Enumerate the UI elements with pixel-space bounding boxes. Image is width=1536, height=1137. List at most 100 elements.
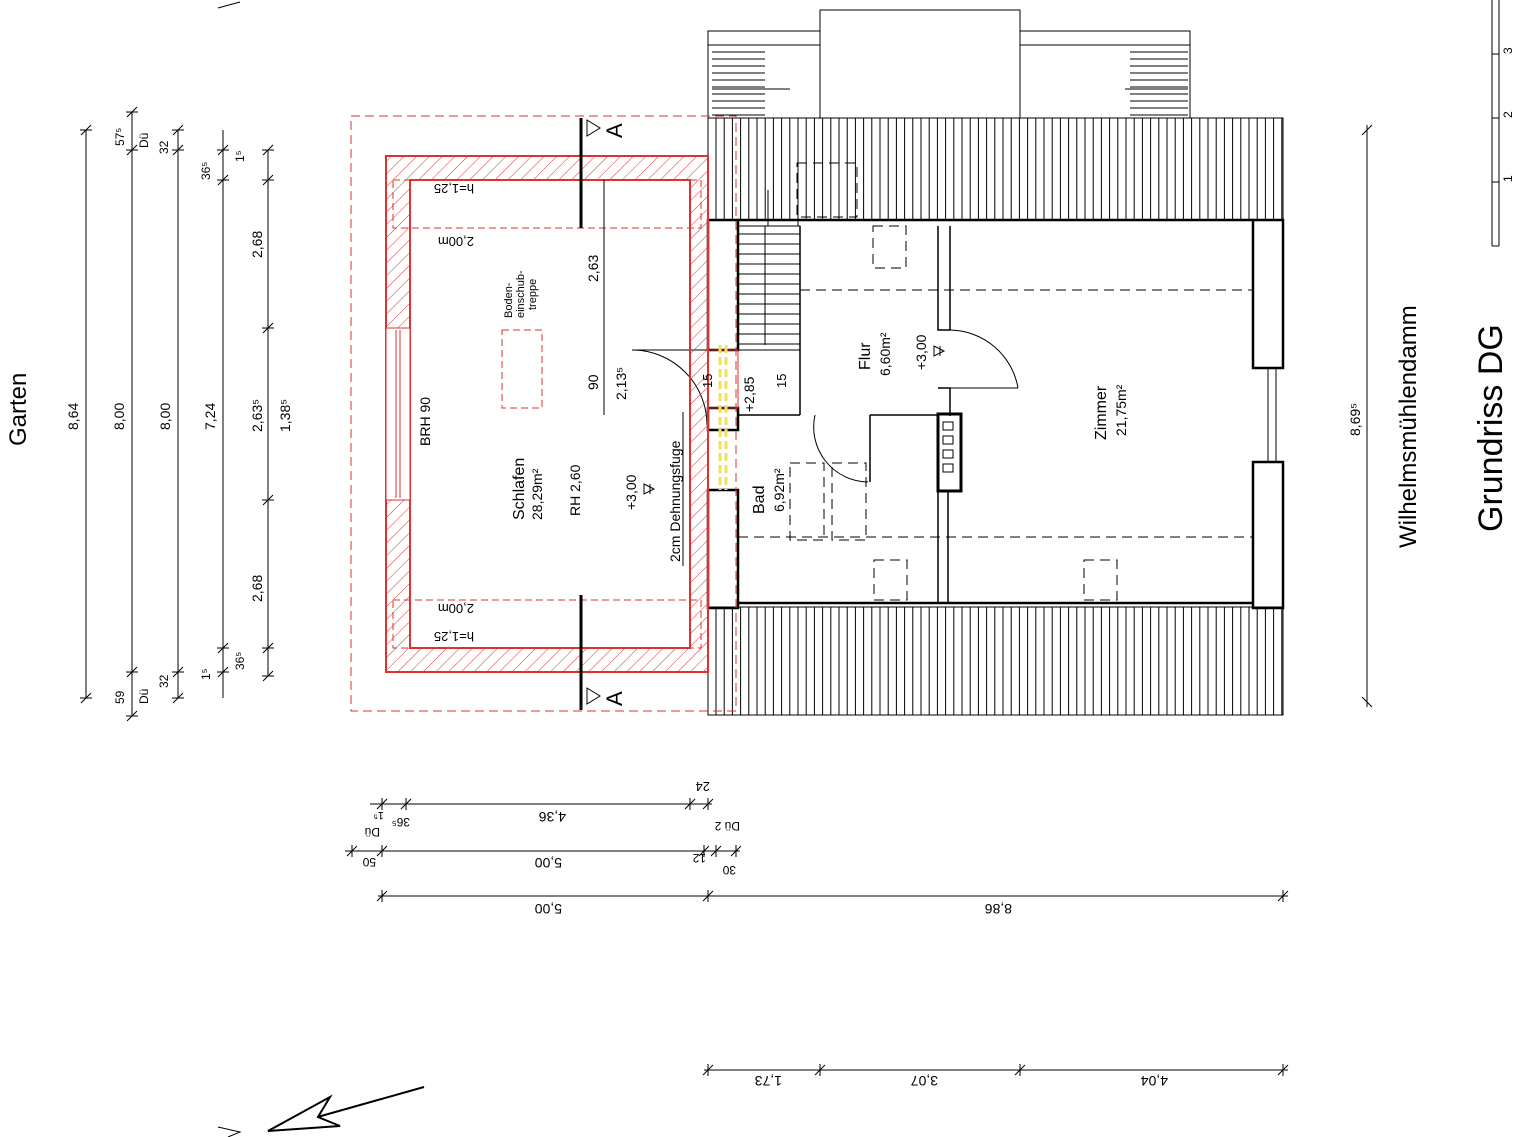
section-a-bottom: A xyxy=(602,691,627,706)
roof-bottom xyxy=(707,606,1284,716)
dim-tick xyxy=(172,144,184,156)
scale-1: 1 xyxy=(1501,175,1515,182)
dim-365-b: 36⁵ xyxy=(392,815,410,829)
dim-32-bottom: 32 xyxy=(157,674,171,688)
scale-bar xyxy=(1491,0,1500,247)
dim-864: 8,64 xyxy=(65,403,81,430)
north-arrow-icon xyxy=(217,1,425,1137)
dim-575: 57⁵ xyxy=(113,128,127,146)
staircase xyxy=(737,190,801,351)
dim-tick xyxy=(172,124,184,136)
dim-tick xyxy=(346,845,358,857)
dim-2635: 2,63⁵ xyxy=(249,399,265,432)
dim-724: 7,24 xyxy=(202,403,218,430)
dim-15-top: 1⁵ xyxy=(233,150,247,162)
room-level-flur: +3,00 xyxy=(913,334,929,370)
dim-8695: 8,69⁵ xyxy=(1347,403,1363,436)
section-line-a xyxy=(579,118,601,710)
dehnungsfuge-label: 2cm Dehnungsfuge xyxy=(667,440,683,562)
dim-tick xyxy=(172,692,184,704)
dim-365-bottom: 36⁵ xyxy=(233,652,247,670)
dim-tick xyxy=(814,1064,826,1076)
room-area-flur: 6,60m² xyxy=(877,332,893,376)
dim-tick xyxy=(376,798,388,810)
scale-2: 2 xyxy=(1501,111,1515,118)
h200-bottom: 2,00m xyxy=(438,601,474,616)
street-label: Wilhelmsmühlendamm xyxy=(1395,305,1422,548)
dim-800b: 8,00 xyxy=(157,403,173,430)
dim-tick xyxy=(262,642,274,654)
roof-top xyxy=(707,117,1284,221)
dim-800a: 8,00 xyxy=(111,403,127,430)
dim-tick xyxy=(376,845,388,857)
outer-walls xyxy=(706,218,1285,610)
dim-tick xyxy=(702,1064,714,1076)
dim-tick xyxy=(262,322,274,334)
room-name-zimmer: Zimmer xyxy=(1093,385,1110,440)
h200-top: 2,00m xyxy=(438,234,474,249)
dim-30: 30 xyxy=(722,863,736,877)
plan-title: Grundriss DG xyxy=(1472,324,1510,532)
dim-tick xyxy=(698,845,710,857)
dim-12: 12 xyxy=(692,851,706,865)
dim-tick xyxy=(710,845,722,857)
dim-307: 3,07 xyxy=(911,1073,938,1089)
dim-tick xyxy=(1277,1064,1289,1076)
dim-tick xyxy=(126,144,138,156)
dim-886: 8,86 xyxy=(985,901,1012,917)
bodentreppe-label-3: treppe xyxy=(527,279,539,310)
garden-label: Garten xyxy=(5,373,32,446)
scale-3: 3 xyxy=(1501,47,1515,54)
dim-tick xyxy=(217,666,229,678)
room-name-schlafen: Schlafen xyxy=(511,458,528,520)
level-285: +2,85 xyxy=(741,376,757,412)
room-name-flur: Flur xyxy=(857,342,874,370)
bodentreppe-label-2: einschub- xyxy=(515,270,527,318)
dim-32-top: 32 xyxy=(157,140,171,154)
dim-tick xyxy=(172,666,184,678)
dimensions-right xyxy=(1361,124,1373,708)
dim-du-bottom: Dü xyxy=(137,689,151,704)
dim-500a: 5,00 xyxy=(535,855,562,871)
dim-tick xyxy=(702,798,714,810)
dim-268-bottom: 2,68 xyxy=(249,575,265,602)
room-name-bad: Bad xyxy=(751,486,768,514)
dim-tick xyxy=(1014,1064,1026,1076)
dim-50: 50 xyxy=(362,855,376,869)
dim-1385: 1,38⁵ xyxy=(277,399,293,432)
dim-15-b: 1⁵ xyxy=(373,809,384,821)
h125-top: h=1,25 xyxy=(434,181,474,196)
dim-268-top: 2,68 xyxy=(249,231,265,258)
dim-tick xyxy=(217,642,229,654)
dim-263: 2,63 xyxy=(585,255,601,282)
level-marker-icon xyxy=(643,483,656,495)
dim-365-top: 36⁵ xyxy=(199,162,213,180)
room-level-schlafen: +3,00 xyxy=(623,474,639,510)
bodentreppe-label-1: Boden- xyxy=(503,282,515,318)
dim-tick xyxy=(1277,890,1289,902)
dim-173: 1,73 xyxy=(755,1073,782,1089)
dim-15-a: 15 xyxy=(700,374,715,388)
dim-2135: 2,13⁵ xyxy=(613,367,629,400)
dim-tick xyxy=(262,174,274,186)
brh-label: BRH 90 xyxy=(417,397,433,446)
dim-du2-b: Dü 2 xyxy=(714,819,740,833)
dim-436: 4,36 xyxy=(539,809,566,825)
dim-tick xyxy=(262,494,274,506)
dim-tick xyxy=(217,174,229,186)
h125-bottom: h=1,25 xyxy=(434,629,474,644)
balcony-top xyxy=(707,9,1191,119)
dim-tick xyxy=(80,692,92,704)
room-area-schlafen: 28,29m² xyxy=(529,468,545,520)
dim-90: 90 xyxy=(585,374,601,390)
dim-15-bottom: 1⁵ xyxy=(199,668,213,680)
dim-du-top: Dü xyxy=(137,133,151,148)
dim-59: 59 xyxy=(113,690,127,704)
dim-tick xyxy=(126,666,138,678)
dim-tick xyxy=(126,710,138,722)
dim-15-b: 15 xyxy=(774,374,789,388)
dim-tick xyxy=(400,798,412,810)
dim-24: 24 xyxy=(696,779,710,794)
dim-tick xyxy=(730,845,742,857)
